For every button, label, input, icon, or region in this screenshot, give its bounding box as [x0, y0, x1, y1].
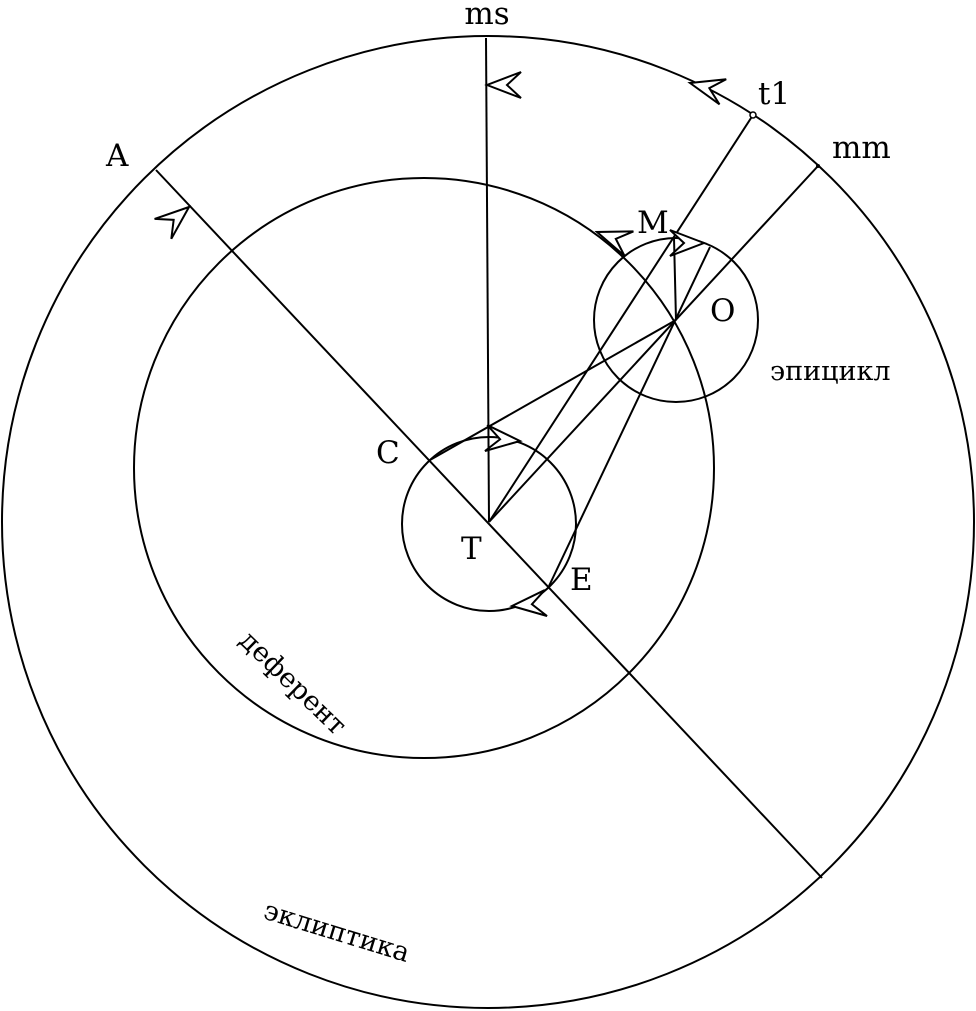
arrow-earth-top-icon — [484, 424, 523, 452]
point-t1 — [749, 111, 757, 119]
label-ms: ms — [464, 0, 509, 32]
arrow-epicycle-icon — [669, 229, 707, 257]
line-A — [155, 169, 823, 879]
arrow-ecliptic-icon — [687, 78, 727, 106]
label-E: E — [570, 562, 593, 598]
arrow-ms-icon — [484, 71, 522, 99]
label-A: A — [105, 138, 129, 174]
label-t1: t1 — [758, 76, 790, 112]
label-mm: mm — [832, 130, 891, 166]
label-T: T — [461, 531, 482, 567]
point-mm — [816, 164, 820, 168]
arrow-deferent-icon — [594, 230, 634, 257]
line-ms — [485, 37, 490, 523]
arrow-A-icon — [154, 205, 192, 240]
deferent-circle — [133, 177, 715, 759]
ecliptic-circle — [1, 35, 975, 1009]
caption-deferent: деферент — [233, 625, 352, 742]
arrow-earth-bottom-icon — [509, 589, 548, 617]
line-mm — [488, 165, 819, 523]
line-C-O — [429, 319, 677, 461]
caption-ecliptic: эклиптика — [260, 895, 414, 969]
line-E-O — [548, 246, 711, 587]
label-C: C — [376, 435, 400, 471]
label-M: M — [637, 205, 669, 241]
epicycle-circle — [593, 237, 759, 403]
arrows — [154, 71, 727, 617]
line-t1 — [488, 114, 754, 523]
label-O: O — [710, 293, 735, 329]
caption-epicycle: эпицикл — [770, 356, 891, 387]
